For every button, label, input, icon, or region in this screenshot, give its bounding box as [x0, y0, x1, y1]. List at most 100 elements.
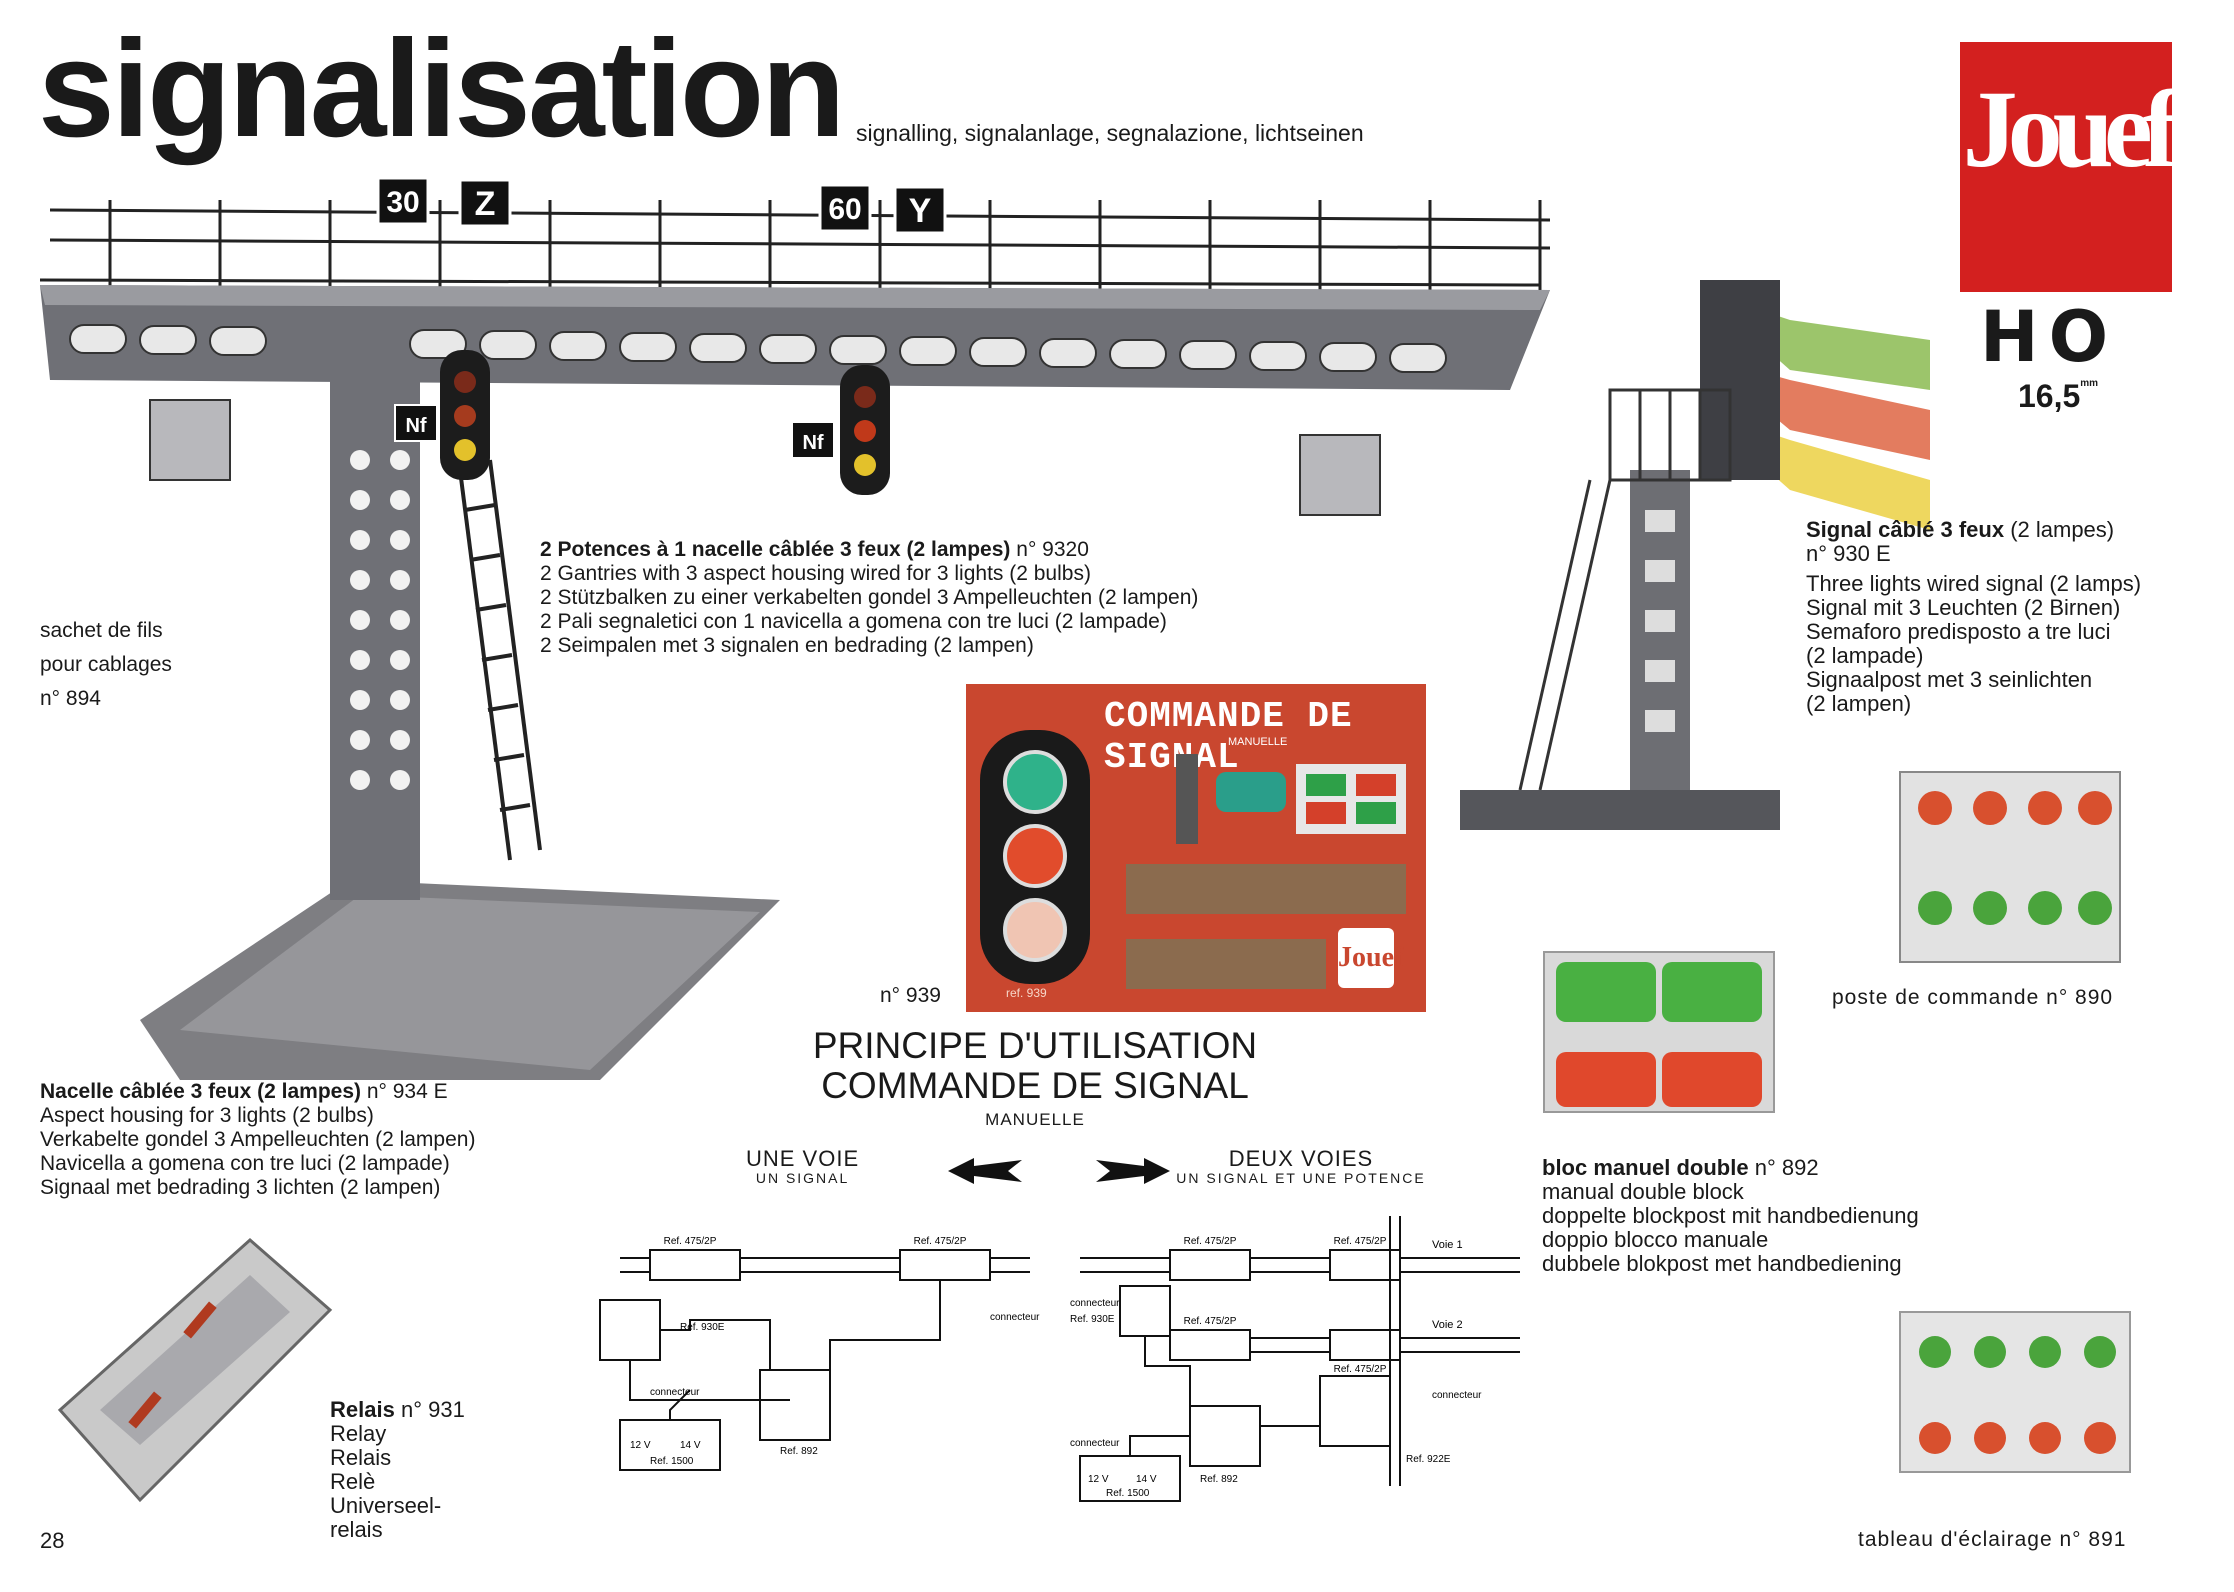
- dl-connector-right: connecteur: [990, 1312, 1040, 1323]
- bloc-red-2: [1662, 1052, 1762, 1107]
- bloc-line-2: doppelte blockpost mit handbedienung: [1542, 1203, 1919, 1228]
- principle-line-1: PRINCIPE D'UTILISATION: [812, 1025, 1258, 1066]
- relais-line-1: Relay: [330, 1421, 387, 1446]
- dl-bloc-ref: Ref. 892: [780, 1446, 818, 1457]
- dl-connector-bottom: connecteur: [650, 1387, 700, 1398]
- command-box-title: COMMANDE DE SIGNAL: [1104, 696, 1353, 778]
- deux-voies-label: DEUX VOIES UN SIGNAL ET UNE POTENCE: [1176, 1146, 1426, 1187]
- gantry-beam-top: [40, 285, 1550, 310]
- box-btn-green2: [1356, 802, 1396, 824]
- dr-signal-ref: Ref. 930E: [1070, 1314, 1115, 1325]
- signal-930-head: [1700, 280, 1780, 480]
- wiring-diagram-one-track: Ref. 475/2P Ref. 475/2P Ref. 930E connec…: [599, 1236, 1040, 1471]
- signal-930-line-4: (2 lampade): [1806, 643, 1924, 668]
- sign-letter-1: [458, 178, 512, 228]
- sachet-line-1: sachet de fils: [40, 619, 163, 642]
- page-number: 28: [40, 1528, 65, 1553]
- dr-gantry-ref: Ref. 922E: [1406, 1454, 1451, 1465]
- lamp-2a: [854, 386, 876, 408]
- gantry-title-line: 2 Potences à 1 nacelle câblée 3 feux (2 …: [540, 538, 1198, 562]
- principle-line-2: COMMANDE DE SIGNAL: [821, 1065, 1249, 1106]
- signal-930-description: Signal câblé 3 feux (2 lampes) n° 930 E …: [1806, 518, 2141, 716]
- dr-rail-mid2: Ref. 475/2P: [1334, 1364, 1387, 1375]
- bloc-line-1: manual double block: [1542, 1179, 1744, 1204]
- command-box-logo: Jouef: [1338, 928, 1403, 988]
- nacelle-line-2: Verkabelte gondel 3 Ampelleuchten (2 lam…: [40, 1128, 476, 1151]
- command-box-graphics: [980, 730, 1406, 989]
- gauge-unit: mm: [2080, 378, 2099, 389]
- deux-voies-sub: UN SIGNAL ET UNE POTENCE: [1176, 1170, 1426, 1186]
- sign-speed-1-text: 30: [386, 186, 419, 219]
- tableau-illustration: [1899, 1311, 2131, 1473]
- box-btn-red2: [1306, 802, 1346, 824]
- signal-930-title: Signal câblé 3 feux: [1806, 517, 2005, 542]
- dr-transformer-ref: Ref. 1500: [1106, 1488, 1150, 1499]
- dr-bloc-ref: Ref. 892: [1200, 1474, 1238, 1485]
- command-box-ref: ref. 939: [1006, 986, 1047, 1000]
- dl-transformer-v2: 14 V: [680, 1440, 701, 1451]
- box-wires: [1216, 772, 1286, 812]
- gantry-railing: [40, 200, 1551, 290]
- gantry-title: 2 Potences à 1 nacelle câblée 3 feux (2 …: [540, 538, 1011, 561]
- mast-holes: [350, 450, 410, 790]
- principle-line-3: MANUELLE: [985, 1110, 1085, 1129]
- tableau-caption: tableau d'éclairage n° 891: [1858, 1528, 2126, 1552]
- gantry-ladder: [458, 459, 542, 861]
- signal-930-line-6: (2 lampen): [1806, 691, 1912, 716]
- side-box-left: [149, 399, 231, 481]
- relais-title-line: Relais n° 931: [330, 1398, 465, 1422]
- bloc-description: bloc manuel double n° 892 manual double …: [1542, 1156, 1919, 1276]
- signal-930-line-1: Three lights wired signal (2 lamps): [1806, 571, 2142, 596]
- relais-line-2: Relais: [330, 1445, 392, 1470]
- plate-2-text: Nf: [802, 432, 823, 454]
- dr-rail-mid: Ref. 475/2P: [1184, 1316, 1237, 1327]
- box-lamp-red: [1003, 824, 1067, 888]
- relais-line-4: Universeel-: [330, 1493, 442, 1518]
- sachet-ref: n° 894: [40, 687, 101, 710]
- dr-voie2: Voie 2: [1432, 1319, 1463, 1331]
- sign-speed-2-text: 60: [828, 193, 861, 226]
- nacelle-title: Nacelle câblée 3 feux (2 lampes): [40, 1080, 361, 1103]
- lamp-1b: [454, 405, 476, 427]
- poste-ref: n° 890: [2046, 986, 2114, 1009]
- scale-label: HO: [1980, 296, 2119, 378]
- command-box: COMMANDE DE SIGNAL MANUELLE ref. 939 Jou…: [966, 684, 1426, 1012]
- nacelle-ref: n° 934 E: [366, 1080, 448, 1103]
- dr-connector-left: connecteur: [1070, 1298, 1120, 1309]
- nacelle-title-line: Nacelle câblée 3 feux (2 lampes) n° 934 …: [40, 1080, 475, 1104]
- une-voie-sub: UN SIGNAL: [755, 1170, 850, 1186]
- lamp-2b: [854, 420, 876, 442]
- dr-voie1: Voie 1: [1432, 1239, 1463, 1251]
- box-lamp-white: [1003, 898, 1067, 962]
- relais-title: Relais: [330, 1397, 395, 1422]
- bloc-title-line: bloc manuel double n° 892: [1542, 1156, 1919, 1180]
- arrow-right-icon: [1096, 1158, 1170, 1184]
- bloc-illustration: [1543, 951, 1775, 1113]
- dl-transformer-ref: Ref. 1500: [650, 1456, 694, 1467]
- dr-rail-top1: Ref. 475/2P: [1184, 1236, 1237, 1247]
- box-rail-1: [1126, 864, 1406, 914]
- principle-heading: PRINCIPE D'UTILISATION COMMANDE DE SIGNA…: [770, 1026, 1300, 1130]
- box-btn-red: [1356, 774, 1396, 796]
- poste-caption: poste de commande n° 890: [1832, 986, 2113, 1010]
- signal-930-title-suffix: (2 lampes): [2010, 517, 2115, 542]
- bloc-ref: n° 892: [1754, 1155, 1819, 1180]
- gauge-value: 16,5: [2018, 378, 2081, 414]
- signal-930-railing: [1518, 388, 1732, 791]
- relais-lever-2: [128, 1391, 162, 1429]
- dr-transformer-v1: 12 V: [1088, 1474, 1109, 1485]
- relais-description: Relais n° 931 Relay Relais Relè Universe…: [330, 1398, 465, 1542]
- signal-930-base: [1460, 790, 1780, 830]
- deux-voies-title: DEUX VOIES: [1228, 1146, 1374, 1171]
- bloc-line-3: doppio blocco manuale: [1542, 1227, 1769, 1252]
- sign-letter-1-text: Z: [475, 185, 496, 223]
- signal-930-line-3: Semaforo predisposto a tre luci: [1806, 619, 2111, 644]
- une-voie-label: UNE VOIE UN SIGNAL: [746, 1148, 859, 1187]
- dr-connector-bottom: connecteur: [1070, 1438, 1120, 1449]
- signal-930-line-2: Signal mit 3 Leuchten (2 Birnen): [1806, 595, 2121, 620]
- bloc-line-4: dubbele blokpost met handbediening: [1542, 1251, 1902, 1276]
- bloc-red-1: [1556, 1052, 1656, 1107]
- nacelle-line-4: Signaal met bedrading 3 lichten (2 lampe…: [40, 1176, 441, 1199]
- dr-connector-right: connecteur: [1432, 1390, 1482, 1401]
- box-rail-2: [1126, 939, 1326, 989]
